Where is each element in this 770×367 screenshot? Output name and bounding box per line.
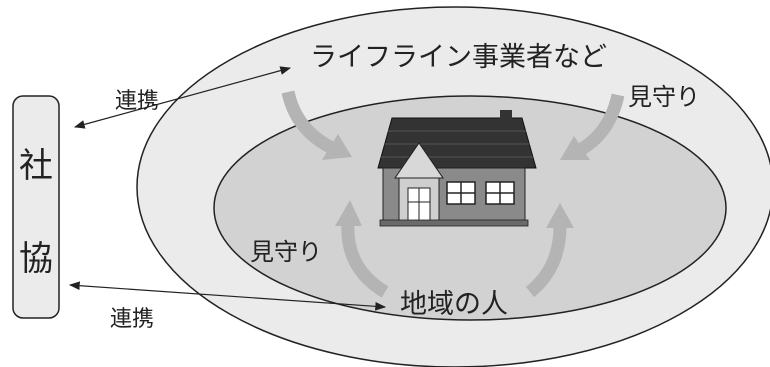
- watch-arrow-bottom-right: [525, 203, 574, 298]
- link-bottom-arrow: [68, 281, 387, 311]
- outer-circle-label: ライフライン事業者など: [310, 42, 607, 73]
- watch-outer-label: 見守り: [628, 83, 700, 111]
- link-top-label: 連携: [115, 89, 159, 114]
- watch-arrow-top-right: [560, 93, 625, 160]
- inner-circle-label: 地域の人: [400, 289, 508, 320]
- shakyo-char-1: 社: [19, 146, 53, 186]
- watch-arrow-top-left: [281, 90, 352, 160]
- watch-arrow-bottom-left: [335, 200, 389, 298]
- shakyo-char-2: 協: [19, 239, 53, 279]
- shakyo-box: [12, 95, 60, 319]
- watch-inner-label: 見守り: [250, 238, 322, 266]
- link-top-arrow: [73, 66, 292, 129]
- house-icon: [377, 110, 537, 227]
- link-bottom-label: 連携: [110, 307, 154, 332]
